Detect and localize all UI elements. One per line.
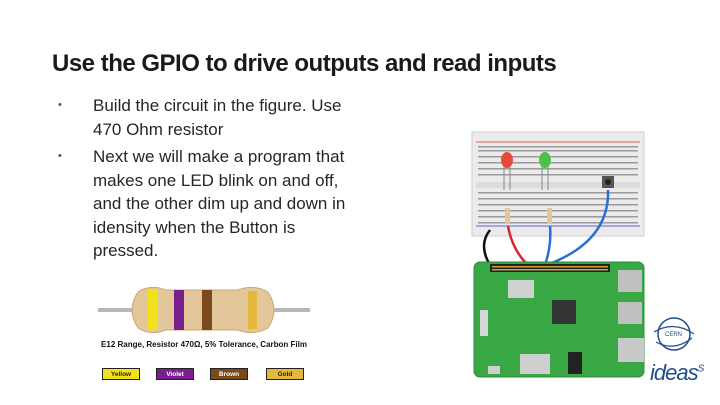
- power-port: [488, 366, 500, 374]
- circuit-diagram: [471, 131, 645, 378]
- cern-logo-text: CERN: [665, 332, 682, 338]
- board-resistor-2: [547, 208, 552, 224]
- bullet-item: • Next we will make a program that makes…: [58, 145, 358, 263]
- band-swatches: Yellow Violet Brown Gold: [102, 368, 306, 382]
- band-gold: [248, 291, 257, 329]
- camera-connector: [480, 310, 488, 336]
- breadboard-holes: [478, 146, 638, 224]
- usb-port-2: [618, 302, 642, 324]
- bullet-list: • Build the circuit in the figure. Use 4…: [58, 94, 358, 267]
- slide-title: Use the GPIO to drive outputs and read i…: [52, 50, 557, 77]
- swatch-violet: Violet: [156, 368, 194, 380]
- board-resistor-1: [505, 208, 510, 224]
- cern-ideas-logo: CERN ideasS: [650, 312, 708, 388]
- swatch-brown: Brown: [210, 368, 248, 380]
- bullet-dot-icon: •: [58, 99, 62, 111]
- bullet-item: • Build the circuit in the figure. Use 4…: [58, 94, 358, 141]
- cpu-chip: [552, 300, 576, 324]
- wifi-chip: [508, 280, 534, 298]
- swatch-gold: Gold: [266, 368, 304, 380]
- swatch-yellow: Yellow: [102, 368, 140, 380]
- resistor-image: [98, 286, 310, 334]
- usb-port-1: [618, 270, 642, 292]
- band-violet: [174, 290, 184, 330]
- ideas-logo-text: ideasS: [650, 360, 704, 385]
- bullet-dot-icon: •: [58, 150, 62, 162]
- led-red: [501, 152, 513, 190]
- bullet-text: Next we will make a program that makes o…: [93, 147, 346, 260]
- cern-logo-icon: CERN: [653, 317, 695, 351]
- led-green: [539, 152, 551, 190]
- hdmi-port: [520, 354, 550, 374]
- bullet-text: Build the circuit in the figure. Use 470…: [93, 96, 342, 139]
- gpio-header: [490, 264, 610, 272]
- ethernet-port: [618, 338, 644, 362]
- audio-jack: [568, 352, 582, 374]
- band-yellow: [148, 290, 158, 330]
- band-brown: [202, 290, 212, 330]
- resistor-figure: E12 Range, Resistor 470Ω, 5% Tolerance, …: [98, 282, 310, 382]
- resistor-caption: E12 Range, Resistor 470Ω, 5% Tolerance, …: [101, 340, 307, 349]
